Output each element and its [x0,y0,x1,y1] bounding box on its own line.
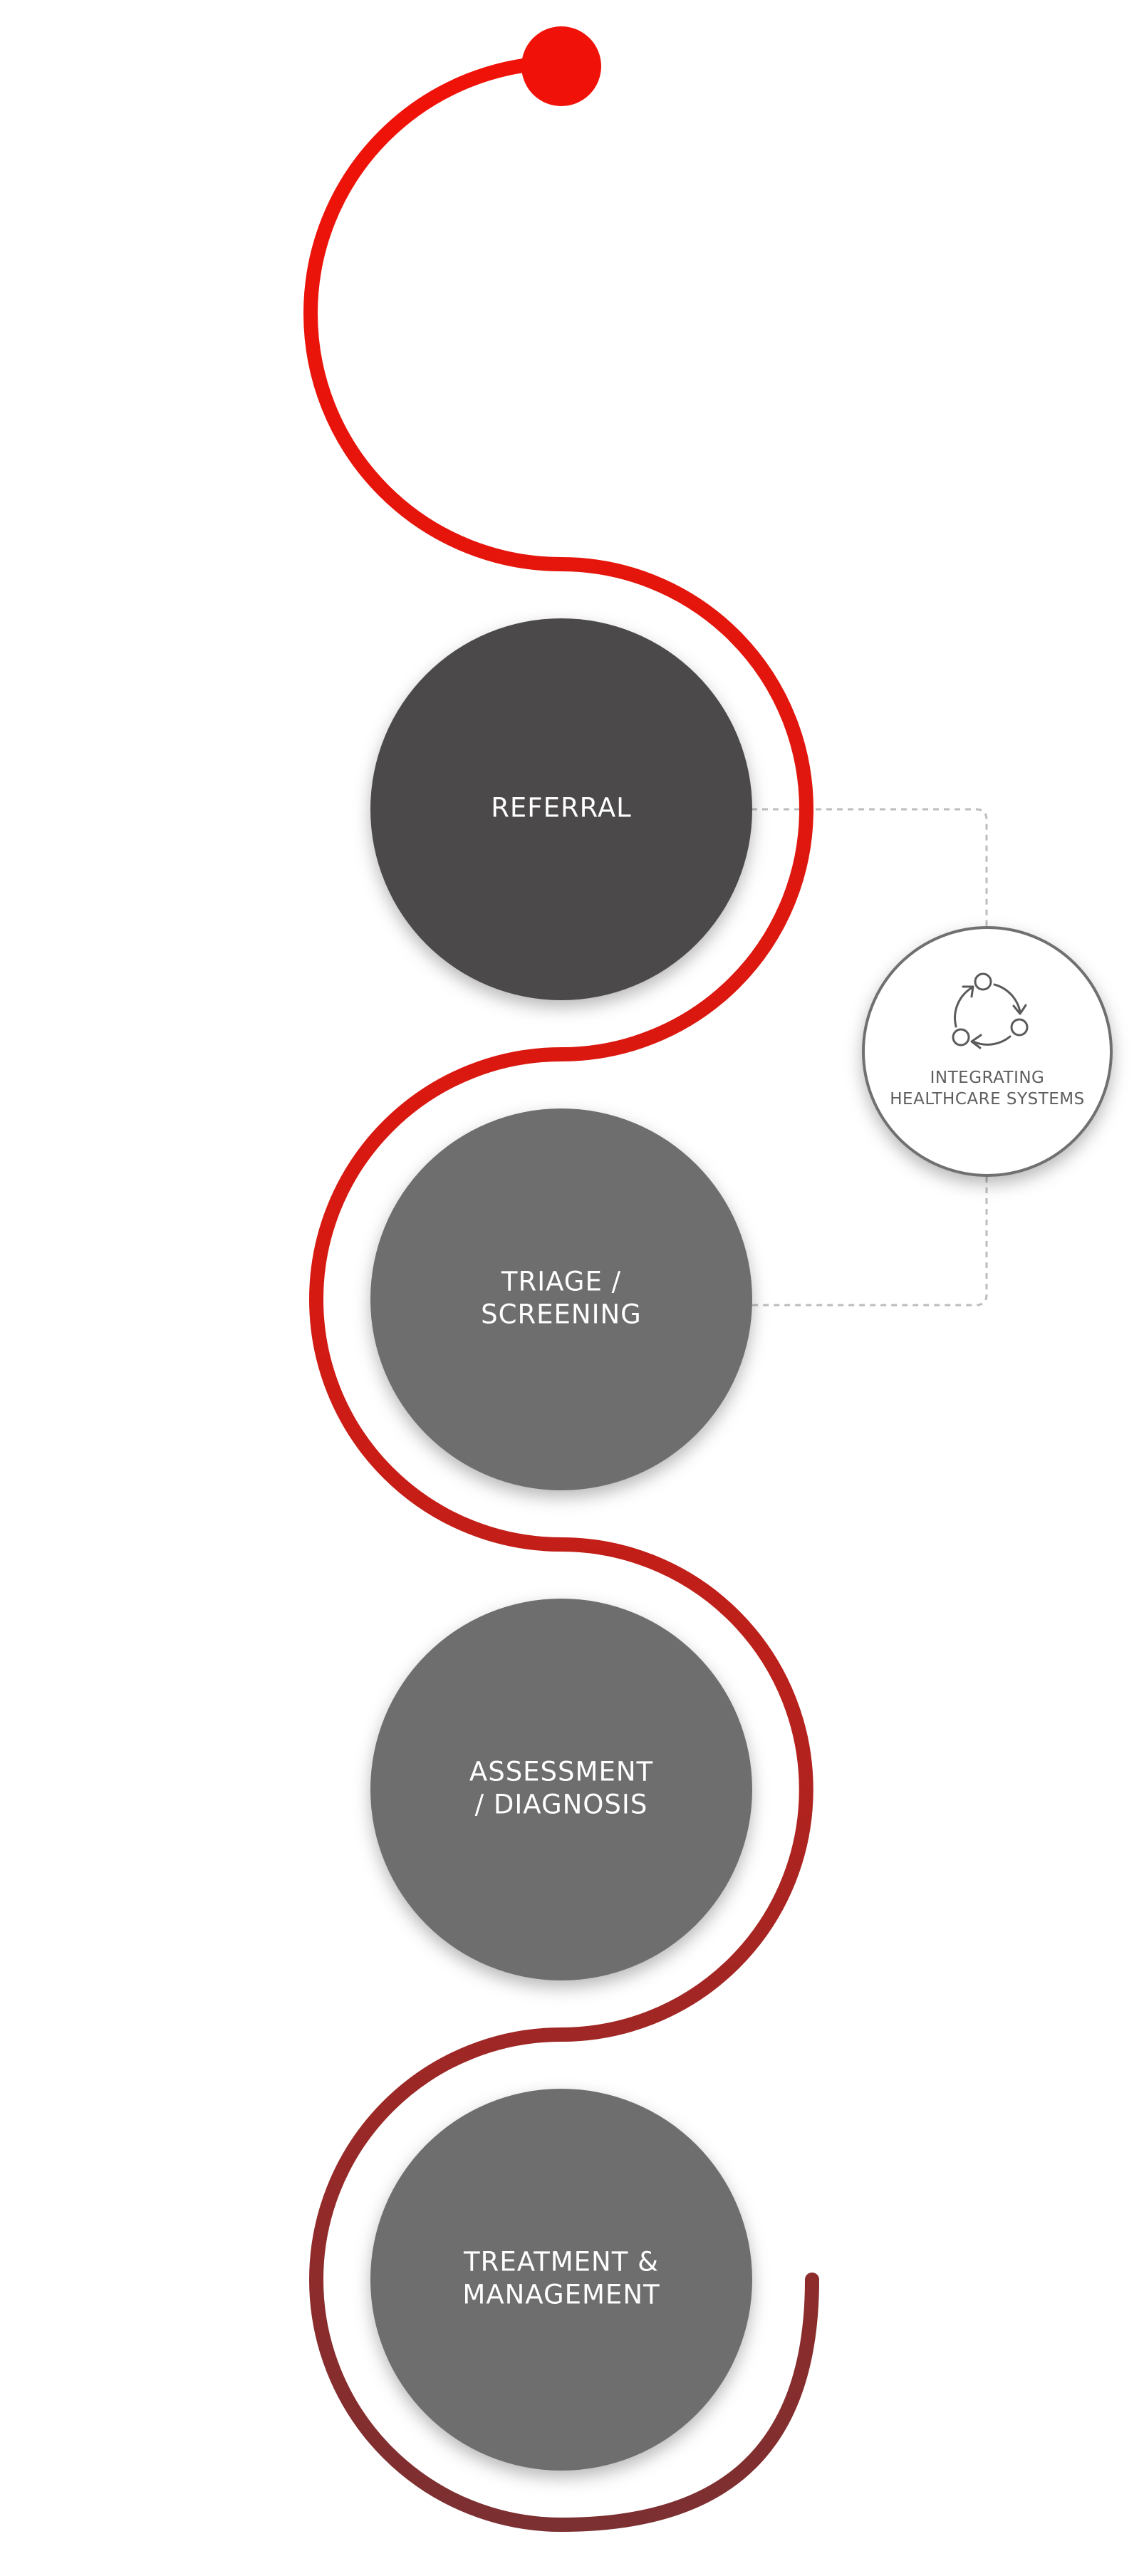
connector-line [752,1177,988,1307]
step-triage: TRIAGE /SCREENING [370,1108,752,1490]
step-label-line: MANAGEMENT [462,2280,660,2310]
hub-label-line-1: INTEGRATING [930,1069,1045,1087]
step-treatment: TREATMENT &MANAGEMENT [370,2089,752,2471]
step-label-line: TREATMENT & [463,2247,659,2278]
step-label-line: SCREENING [481,1299,642,1330]
step-label-line: / DIAGNOSIS [475,1790,648,1820]
pathway-curve [303,56,819,2533]
cycle-arrows-icon [952,972,1029,1049]
step-label-line: TRIAGE / [501,1267,621,1297]
start-dot [521,26,601,106]
connector-line [752,808,988,926]
step-circle [370,1108,752,1490]
step-circle [370,2089,752,2471]
hub-circle [862,926,1113,1177]
step-circle [370,618,752,1000]
integration-hub: INTEGRATING HEALTHCARE SYSTEMS [862,926,1113,1177]
step-referral: REFERRAL [370,618,752,1000]
hub-label-line-2: HEALTHCARE SYSTEMS [890,1090,1084,1108]
step-label-line: ASSESSMENT [469,1757,653,1787]
step-circle [370,1599,752,1980]
step-label-line: REFERRAL [491,793,632,824]
step-assessment: ASSESSMENT/ DIAGNOSIS [370,1599,752,1980]
